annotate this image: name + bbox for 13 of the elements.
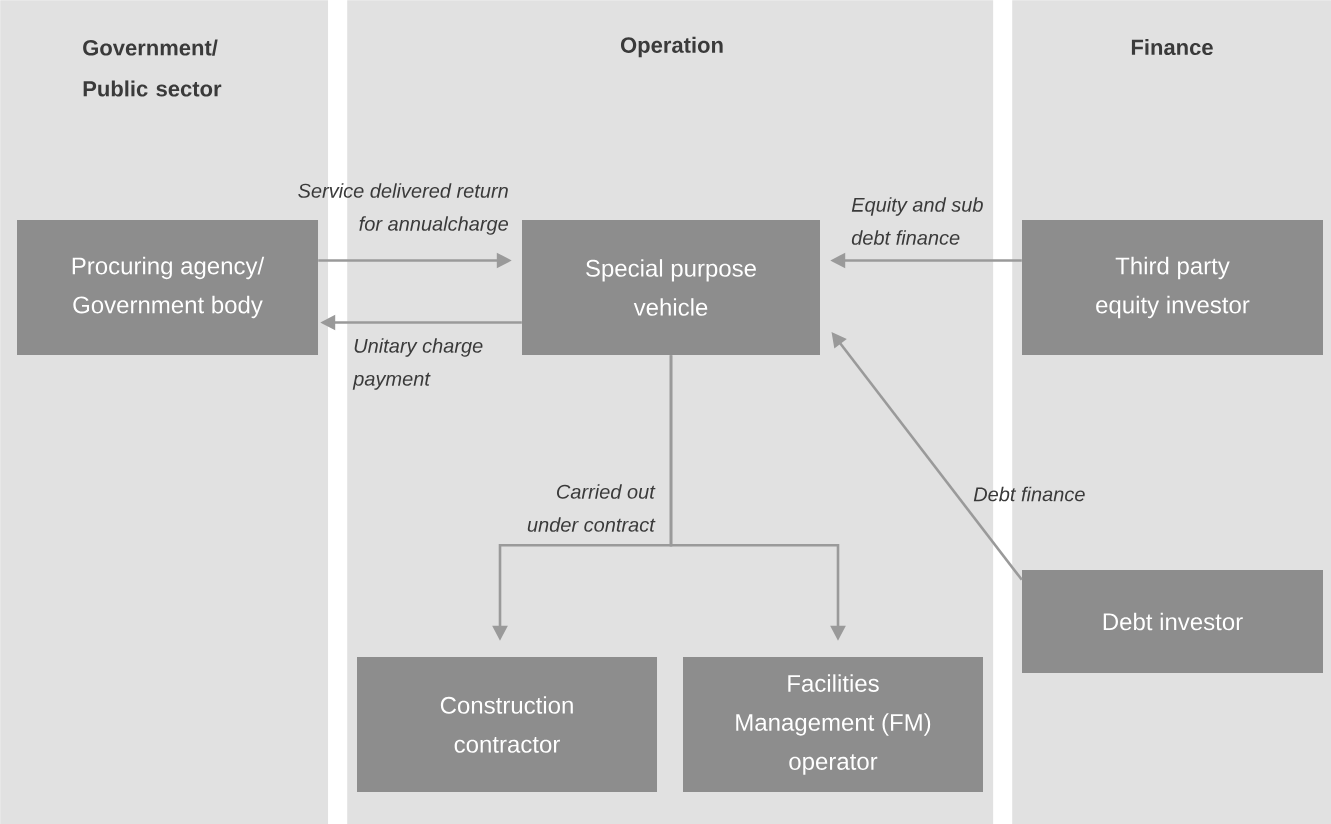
process-box: Special purpose vehicle [522, 220, 820, 355]
process-box: Facilities Management (FM) operator [683, 657, 983, 792]
edge-label: Carried out under contract [527, 484, 656, 532]
process-box: Third party equity investor [1022, 220, 1323, 355]
process-box: Construction contractor [357, 657, 657, 792]
column-heading: Operation [620, 36, 723, 58]
column-heading: Government/ Public sector [83, 39, 222, 97]
edge-label: Equity and sub debt finance [851, 197, 983, 245]
edge-label: Unitary charge payment [352, 338, 483, 390]
process-box: Debt investor [1022, 570, 1323, 673]
edge-label: Debt finance [973, 486, 1085, 502]
process-box: Procuring agency/ Government body [17, 220, 318, 355]
column-heading: Finance [1131, 38, 1213, 56]
